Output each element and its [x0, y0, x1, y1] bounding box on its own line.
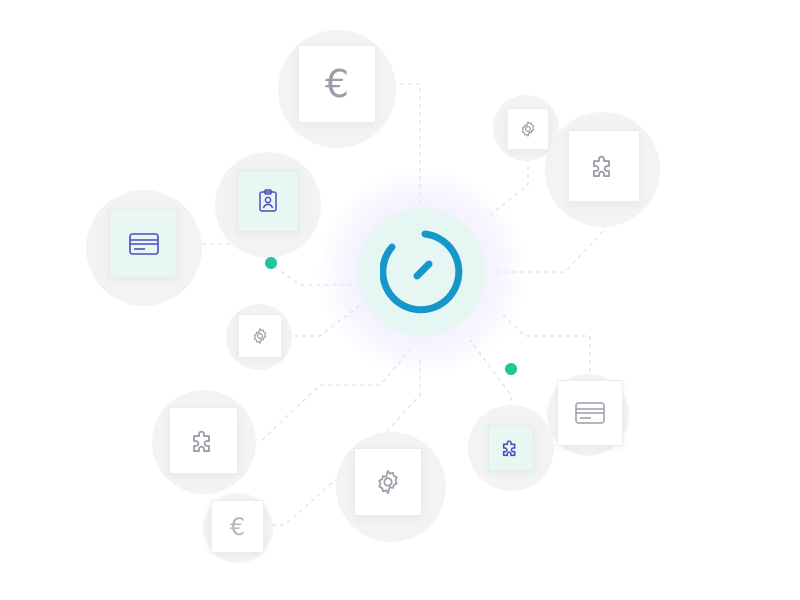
status-dot	[265, 257, 277, 269]
status-dot	[505, 363, 517, 375]
euro-node[interactable]: €	[211, 500, 264, 553]
euro-icon: €	[324, 62, 350, 106]
gear-icon	[521, 121, 535, 137]
gear-icon	[253, 328, 267, 344]
gear-node[interactable]	[354, 448, 422, 516]
euro-node[interactable]: €	[298, 45, 376, 123]
id-badge-icon	[259, 189, 277, 212]
credit-card-node[interactable]	[109, 209, 178, 278]
id-badge-node[interactable]	[237, 170, 299, 232]
puzzle-icon	[502, 440, 516, 457]
credit-card-icon	[575, 402, 605, 424]
connector-gear-top-right	[489, 150, 529, 216]
puzzle-icon	[593, 155, 610, 177]
puzzle-node[interactable]	[169, 407, 238, 474]
puzzle-icon	[192, 430, 210, 452]
gear-icon	[378, 470, 398, 494]
stopwatch-icon	[380, 230, 463, 314]
puzzle-node[interactable]	[568, 130, 640, 202]
gear-node[interactable]	[238, 314, 282, 358]
credit-card-icon	[128, 232, 159, 255]
connector-puzzle-top-right	[492, 200, 605, 273]
gear-node[interactable]	[507, 108, 549, 150]
euro-icon: €	[229, 512, 246, 541]
credit-card-node[interactable]	[557, 380, 623, 446]
puzzle-node[interactable]	[488, 425, 534, 471]
stopwatch-hub[interactable]	[358, 208, 486, 336]
